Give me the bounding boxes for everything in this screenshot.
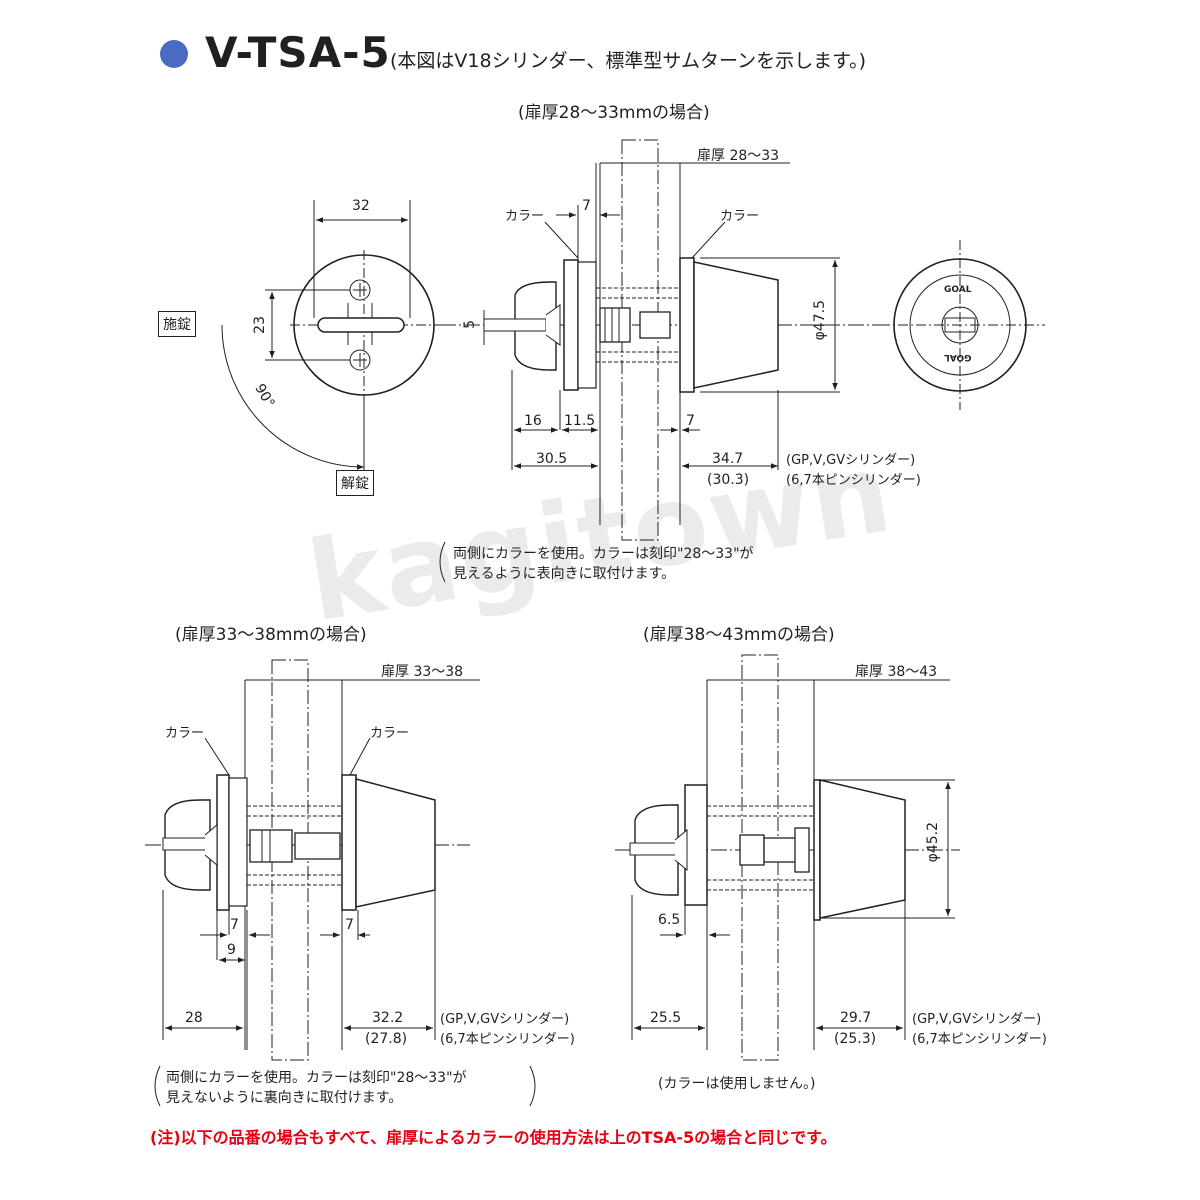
section-heading-33-38: (扉厚33〜38mmの場合) — [175, 625, 367, 645]
section-heading-28-33: (扉厚28〜33mmの場合) — [518, 103, 710, 123]
diameter-47-5: φ47.5 — [812, 300, 828, 341]
collar-label-right-2: カラー — [370, 726, 410, 741]
cylinder-type-1-b: (GP,V,GVシリンダー) — [440, 1012, 570, 1027]
unlock-label: 解錠 — [336, 470, 374, 496]
cylinder-type-2-c: (6,7本ピンシリンダー) — [912, 1032, 1047, 1047]
side-view-33-38 — [145, 659, 480, 1061]
footer-note: (注)以下の品番の場合もすべて、扉厚によるカラーの使用方法は上のTSA-5の場合… — [150, 1128, 837, 1147]
note-line-1-b: 両側にカラーを使用。カラーは刻印"28〜33"が — [166, 1070, 467, 1086]
door-thickness-label-38-43: 扉厚 38〜43 — [855, 664, 938, 680]
dim-30-3: (30.3) — [707, 472, 750, 488]
dim-32-2: 32.2 — [372, 1010, 404, 1026]
side-view-38-43 — [615, 654, 960, 1061]
bullet-dot — [160, 40, 188, 68]
collar-label-left: カラー — [505, 209, 545, 224]
collar-label-left-2: カラー — [165, 726, 205, 741]
dim-29-7: 29.7 — [840, 1010, 872, 1026]
note-line-1: 両側にカラーを使用。カラーは刻印"28〜33"が — [453, 546, 754, 562]
collar-label-right: カラー — [720, 209, 760, 224]
dim-25-3: (25.3) — [834, 1031, 877, 1047]
dim-16: 16 — [524, 413, 542, 429]
cylinder-face-view — [880, 240, 1045, 410]
note-bracket-left — [154, 1065, 161, 1107]
door-thickness-label: 扉厚 28〜33 — [697, 148, 780, 164]
dim-7-right-2: 7 — [345, 917, 354, 933]
note-line-2-b: 見えないように裏向きに取付けます。 — [166, 1090, 403, 1106]
note-bracket-left-end — [529, 1065, 536, 1107]
dim-7-right: 7 — [686, 413, 695, 429]
page-subtitle: (本図はV18シリンダー、標準型サムターンを示します。) — [390, 50, 867, 72]
door-thickness-label-33-38: 扉厚 33〜38 — [381, 664, 464, 680]
cylinder-type-1-c: (GP,V,GVシリンダー) — [912, 1012, 1042, 1027]
section-heading-38-43: (扉厚38〜43mmの場合) — [643, 625, 835, 645]
dim-7-left-2: 7 — [230, 917, 239, 933]
note-no-collar: (カラーは使用しません。) — [658, 1076, 816, 1092]
dim-30-5: 30.5 — [536, 451, 568, 467]
cylinder-type-2: (6,7本ピンシリンダー) — [786, 473, 921, 488]
dim-28: 28 — [185, 1010, 203, 1026]
side-view-28-33 — [440, 139, 880, 541]
dim-5: 5 — [462, 320, 478, 329]
dim-6-5: 6.5 — [658, 912, 681, 928]
diameter-45-2: φ45.2 — [925, 822, 941, 863]
lock-label: 施錠 — [158, 311, 196, 337]
page-title: V-TSA-5 — [205, 28, 391, 77]
cylinder-brand-bottom: GOAL — [944, 352, 972, 362]
dim-9: 9 — [227, 942, 236, 958]
cylinder-type-1: (GP,V,GVシリンダー) — [786, 453, 916, 468]
dim-25-5: 25.5 — [650, 1010, 682, 1026]
cylinder-type-2-b: (6,7本ピンシリンダー) — [440, 1032, 575, 1047]
front-view-thumbturn — [221, 200, 440, 480]
dim-11-5: 11.5 — [564, 413, 596, 429]
dim-width-32: 32 — [352, 198, 370, 214]
note-bracket-top — [439, 541, 446, 583]
note-line-2: 見えるように表向きに取付けます。 — [453, 566, 676, 582]
dim-34-7: 34.7 — [712, 451, 744, 467]
dim-27-8: (27.8) — [365, 1031, 408, 1047]
dim-height-23: 23 — [252, 316, 268, 334]
cylinder-brand-top: GOAL — [944, 285, 972, 295]
dim-7-top: 7 — [582, 198, 591, 214]
